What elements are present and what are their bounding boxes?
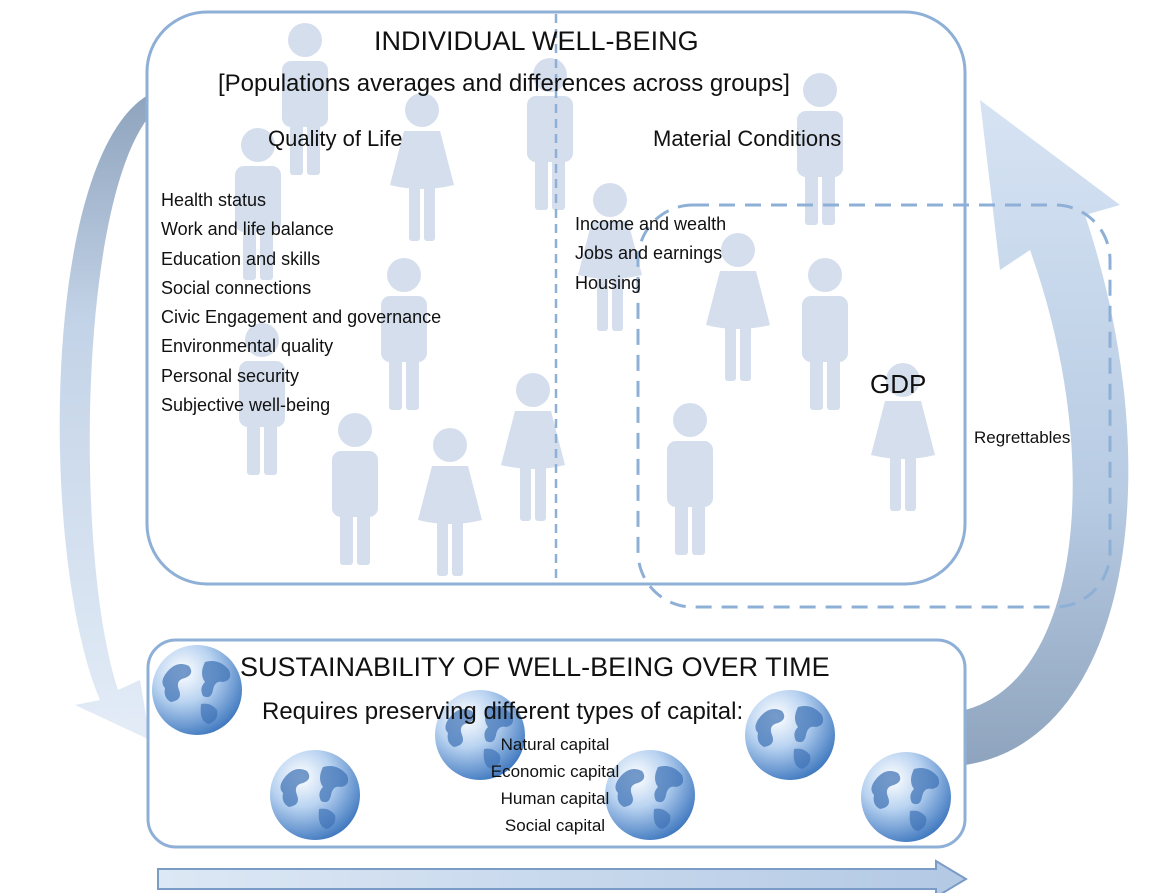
quality-list: Health status Work and life balance Educ… (161, 186, 441, 420)
list-item: Human capital (500, 789, 610, 808)
list-item: Housing (575, 272, 642, 293)
globe-icon (861, 752, 951, 842)
list-item: Personal security (161, 365, 300, 386)
list-item: Social connections (161, 277, 312, 298)
list-item: Civic Engagement and governance (161, 307, 442, 328)
right-cycle-arrow (965, 100, 1129, 765)
individual-title: INDIVIDUAL WELL-BEING (374, 26, 699, 56)
sustainability-title: SUSTAINABILITY OF WELL-BEING OVER TIME (240, 652, 830, 682)
list-item: Income and wealth (575, 214, 727, 234)
list-item: Social capital (504, 816, 606, 835)
quality-heading: Quality of Life (268, 126, 403, 151)
list-item: Work and life balance (161, 219, 334, 240)
globe-icon (152, 645, 242, 735)
list-item: Jobs and earnings (575, 243, 723, 264)
material-heading: Material Conditions (653, 126, 842, 151)
list-item: Health status (161, 190, 267, 210)
list-item: Education and skills (161, 248, 321, 269)
time-arrow (157, 859, 968, 893)
material-list: Income and wealth Jobs and earnings Hous… (575, 210, 726, 298)
individual-subtitle: [Populations averages and differences ac… (218, 70, 790, 97)
globe-icon (745, 690, 835, 780)
regrettables-label: Regrettables (974, 428, 1071, 447)
sustainability-subtitle: Requires preserving different types of c… (262, 698, 744, 725)
list-item: Natural capital (500, 735, 610, 754)
left-cycle-arrow (59, 95, 150, 740)
list-item: Subjective well-being (161, 395, 331, 416)
globe-icon (270, 750, 360, 840)
list-item: Environmental quality (161, 336, 334, 357)
capital-list: Natural capital Economic capital Human c… (455, 731, 655, 839)
gdp-label: GDP (870, 369, 927, 399)
list-item: Economic capital (490, 762, 620, 781)
